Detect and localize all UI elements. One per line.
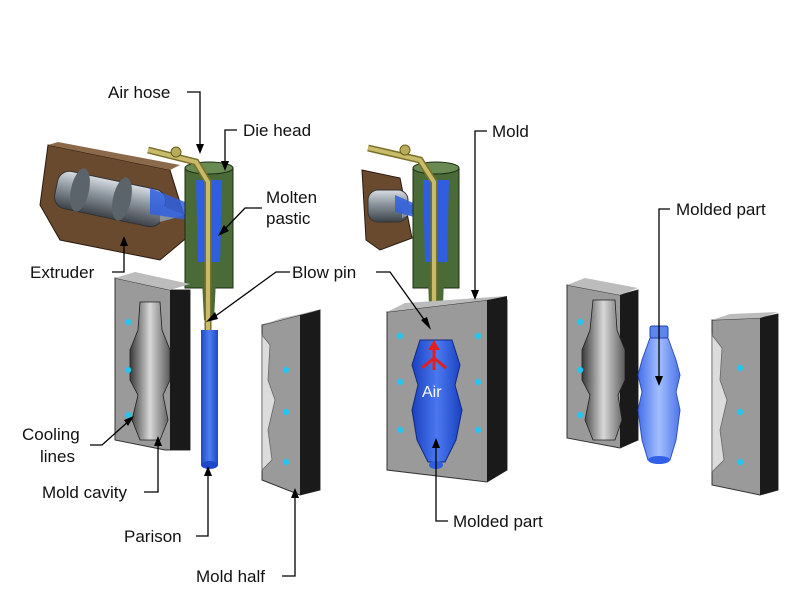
air-hose-center xyxy=(367,144,438,338)
label-molded-part-center: Molded part xyxy=(453,512,543,531)
label-cooling-lines-1: Cooling xyxy=(22,425,80,444)
label-blow-pin: Blow pin xyxy=(292,263,356,282)
label-air: Air xyxy=(422,384,442,401)
leader-cooling-lines xyxy=(90,419,131,446)
leader-mold-cavity xyxy=(144,440,159,493)
mold-half-right xyxy=(261,309,321,496)
leader-molten-plastic xyxy=(221,207,262,233)
cooling-dots-open-right xyxy=(736,364,744,466)
label-molded-part-right: Molded part xyxy=(676,200,766,219)
extruder-center xyxy=(361,169,420,251)
mold-half-left xyxy=(114,272,191,451)
leader-molded-part-right xyxy=(658,208,670,382)
label-air-hose: Air hose xyxy=(108,83,170,102)
label-parison: Parison xyxy=(124,527,182,546)
label-molten-plastic-1: Molten xyxy=(266,188,317,207)
label-extruder: Extruder xyxy=(30,263,95,282)
leader-molded-part-center xyxy=(435,442,448,522)
closed-mold xyxy=(386,296,508,483)
label-die-head: Die head xyxy=(243,121,311,140)
molded-bottle xyxy=(637,325,681,464)
leader-lines xyxy=(90,91,670,577)
air-arrows xyxy=(421,340,447,370)
label-mold-cavity: Mold cavity xyxy=(42,483,128,502)
leader-mold xyxy=(474,130,487,296)
cooling-dots-center xyxy=(396,332,482,434)
label-cooling-lines-2: lines xyxy=(40,447,75,466)
leader-parison xyxy=(196,470,209,537)
leader-air-hose xyxy=(187,91,201,148)
open-mold-left xyxy=(566,278,639,449)
label-mold-half: Mold half xyxy=(196,567,265,586)
leader-blow-pin-left xyxy=(209,271,290,321)
leader-mold-half xyxy=(282,492,296,577)
label-molten-plastic-2: pastic xyxy=(266,209,311,228)
cooling-dots-left xyxy=(124,318,132,419)
leader-extruder xyxy=(112,242,125,273)
cooling-dots-open-left xyxy=(576,318,584,419)
air-hose xyxy=(147,146,212,330)
label-mold: Mold xyxy=(492,122,529,141)
leader-blow-pin-center xyxy=(376,271,429,326)
extruder xyxy=(39,142,200,261)
parison xyxy=(201,330,218,469)
cooling-dots-right xyxy=(282,366,290,466)
leader-die-head xyxy=(224,129,237,165)
labels: Air hose Die head Molten pastic Extruder… xyxy=(22,83,766,586)
open-mold-right xyxy=(711,312,779,496)
